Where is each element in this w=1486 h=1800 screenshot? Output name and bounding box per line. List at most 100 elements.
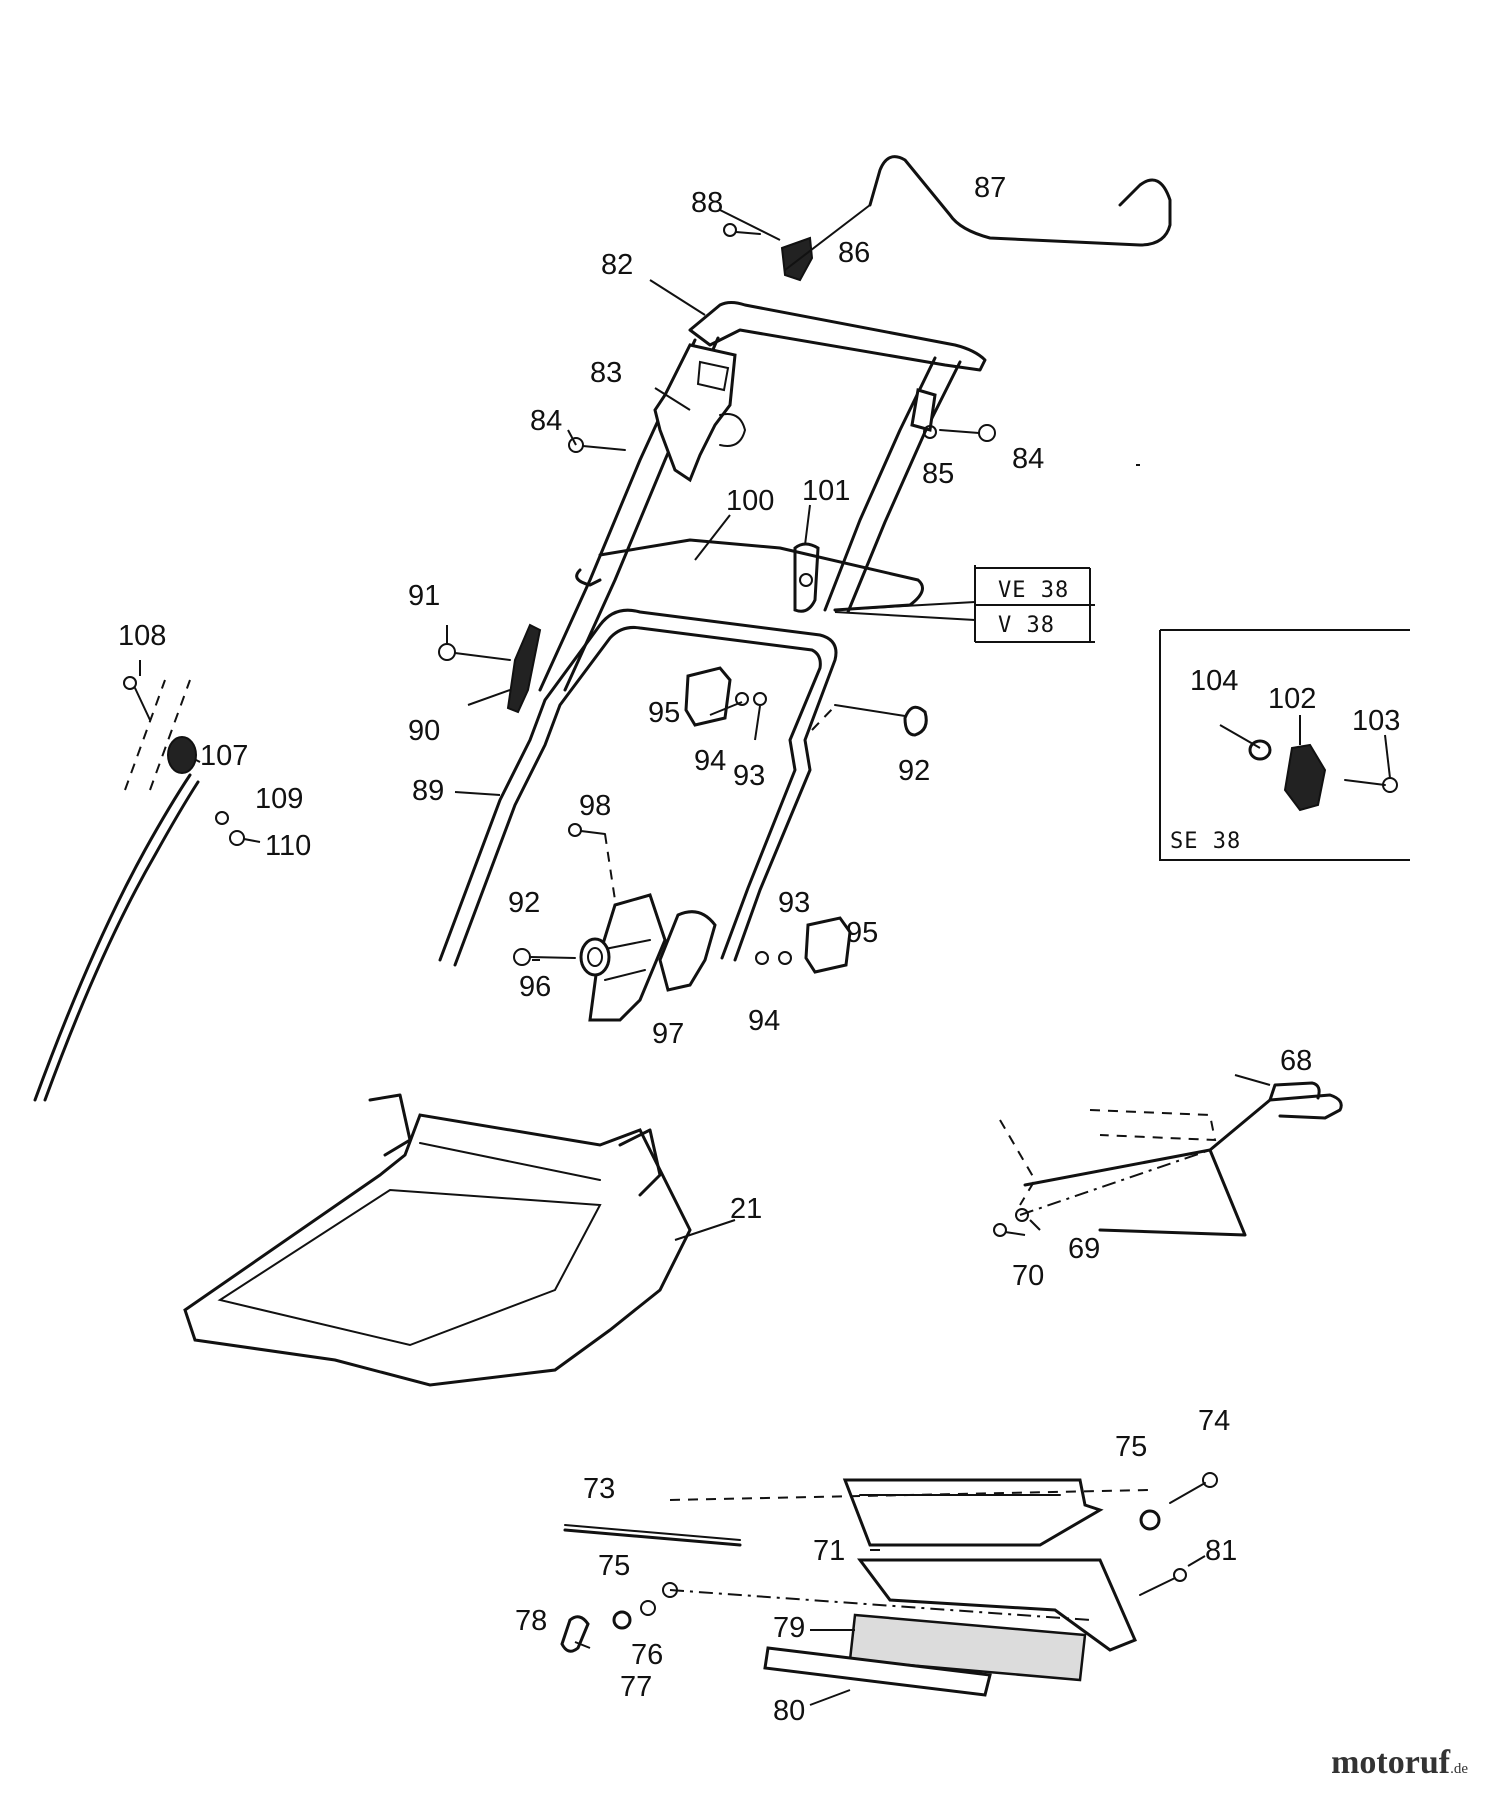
spring-78 bbox=[560, 1615, 590, 1653]
label-85: 85 bbox=[922, 458, 954, 490]
bolt-81 bbox=[1139, 1568, 1187, 1596]
label-110: 110 bbox=[265, 830, 311, 862]
label-88: 88 bbox=[691, 187, 723, 219]
label-93-lower: 93 bbox=[778, 887, 810, 919]
washer-109 bbox=[215, 811, 229, 825]
label-74: 74 bbox=[1198, 1405, 1230, 1437]
label-79: 79 bbox=[773, 1612, 805, 1644]
spacer-96 bbox=[579, 937, 611, 977]
label-89: 89 bbox=[412, 775, 444, 807]
cable-guide-86 bbox=[780, 236, 814, 282]
pad-95-lower bbox=[804, 916, 852, 974]
rod-73 bbox=[563, 1524, 742, 1547]
model-box-line1: VE 38 bbox=[998, 578, 1069, 603]
switch-box-83 bbox=[653, 343, 747, 483]
nut-76 bbox=[640, 1600, 656, 1616]
pad-95-upper bbox=[684, 666, 732, 727]
bolt-91 bbox=[438, 643, 511, 661]
control-bar-87 bbox=[784, 155, 1172, 271]
lower-handle-89 bbox=[438, 608, 838, 967]
screw-108 bbox=[123, 676, 151, 721]
label-71: 71 bbox=[813, 1535, 845, 1567]
label-104: 104 bbox=[1190, 665, 1238, 697]
rear-flap-assembly-68 bbox=[999, 1081, 1343, 1237]
model-box-line2: V 38 bbox=[998, 613, 1055, 638]
cable-assembly-107 bbox=[33, 679, 200, 1102]
washer-75-upper bbox=[1139, 1509, 1161, 1531]
knob-85 bbox=[910, 388, 937, 439]
rear-guard-plate bbox=[669, 1489, 1151, 1652]
leader-lines bbox=[139, 209, 1391, 1706]
label-92-lower: 92 bbox=[508, 887, 540, 919]
label-87: 87 bbox=[974, 172, 1006, 204]
label-76: 76 bbox=[631, 1639, 663, 1671]
label-80: 80 bbox=[773, 1695, 805, 1727]
label-90: 90 bbox=[408, 715, 440, 747]
catcher-frame-21 bbox=[183, 1093, 692, 1387]
label-93-upper: 93 bbox=[733, 760, 765, 792]
label-82: 82 bbox=[601, 249, 633, 281]
label-69: 69 bbox=[1068, 1233, 1100, 1265]
label-83: 83 bbox=[590, 357, 622, 389]
label-78: 78 bbox=[515, 1605, 547, 1637]
label-84-right: 84 bbox=[1012, 443, 1044, 475]
bolt-74 bbox=[1169, 1472, 1218, 1504]
bolt-92-lower bbox=[513, 948, 576, 966]
label-97: 97 bbox=[652, 1018, 684, 1050]
label-96: 96 bbox=[519, 971, 551, 1003]
label-101: 101 bbox=[802, 475, 850, 507]
washer-93-lower bbox=[755, 951, 769, 965]
label-91: 91 bbox=[408, 580, 440, 612]
label-102: 102 bbox=[1268, 683, 1316, 715]
label-75-lower: 75 bbox=[598, 1550, 630, 1582]
watermark-name: motoruf bbox=[1331, 1744, 1451, 1781]
label-21: 21 bbox=[730, 1193, 762, 1225]
label-100: 100 bbox=[726, 485, 774, 517]
label-98: 98 bbox=[579, 790, 611, 822]
watermark-tld: .de bbox=[1450, 1761, 1468, 1777]
clamp-102 bbox=[1283, 743, 1327, 812]
bolt-84-left bbox=[568, 437, 626, 453]
inset-box-label: SE 38 bbox=[1170, 829, 1241, 854]
model-box-ve38-v38 bbox=[834, 565, 1095, 643]
label-75-upper: 75 bbox=[1115, 1431, 1147, 1463]
inset-box-se38 bbox=[1159, 629, 1410, 861]
clamp-bracket-101 bbox=[793, 542, 820, 613]
washer-70 bbox=[993, 1223, 1007, 1237]
bolt-84-right bbox=[939, 424, 996, 442]
watermark-logo: motoruf.de bbox=[1331, 1744, 1468, 1782]
part-labels: 88 87 86 82 83 84 84 85 100 101 91 90 89… bbox=[118, 172, 1400, 1727]
label-68: 68 bbox=[1280, 1045, 1312, 1077]
washer-93-upper bbox=[753, 692, 767, 706]
label-95-lower: 95 bbox=[846, 917, 878, 949]
label-84-left: 84 bbox=[530, 405, 562, 437]
label-94-lower: 94 bbox=[748, 1005, 780, 1037]
label-81: 81 bbox=[1205, 1535, 1237, 1567]
label-108: 108 bbox=[118, 620, 166, 652]
deflector-71 bbox=[842, 1478, 1104, 1547]
washer-94-upper bbox=[735, 692, 749, 706]
washer-69 bbox=[1015, 1208, 1029, 1222]
label-70: 70 bbox=[1012, 1260, 1044, 1292]
label-109: 109 bbox=[255, 783, 303, 815]
label-103: 103 bbox=[1352, 705, 1400, 737]
washer-77 bbox=[612, 1610, 632, 1630]
screw-103 bbox=[1344, 777, 1398, 793]
label-95-upper: 95 bbox=[648, 697, 680, 729]
strip-80 bbox=[763, 1646, 992, 1697]
label-107: 107 bbox=[200, 740, 248, 772]
washer-75-lower bbox=[662, 1582, 678, 1598]
label-77: 77 bbox=[620, 1671, 652, 1703]
screw-98 bbox=[568, 823, 616, 901]
label-92-upper: 92 bbox=[898, 755, 930, 787]
star-knob-90 bbox=[506, 623, 542, 714]
label-73: 73 bbox=[583, 1473, 615, 1505]
lever-97 bbox=[658, 910, 717, 992]
washer-94-lower bbox=[778, 951, 792, 965]
knob-92-upper bbox=[811, 704, 928, 737]
label-94-upper: 94 bbox=[694, 745, 726, 777]
nut-110 bbox=[229, 830, 245, 846]
rod-100 bbox=[575, 538, 924, 612]
